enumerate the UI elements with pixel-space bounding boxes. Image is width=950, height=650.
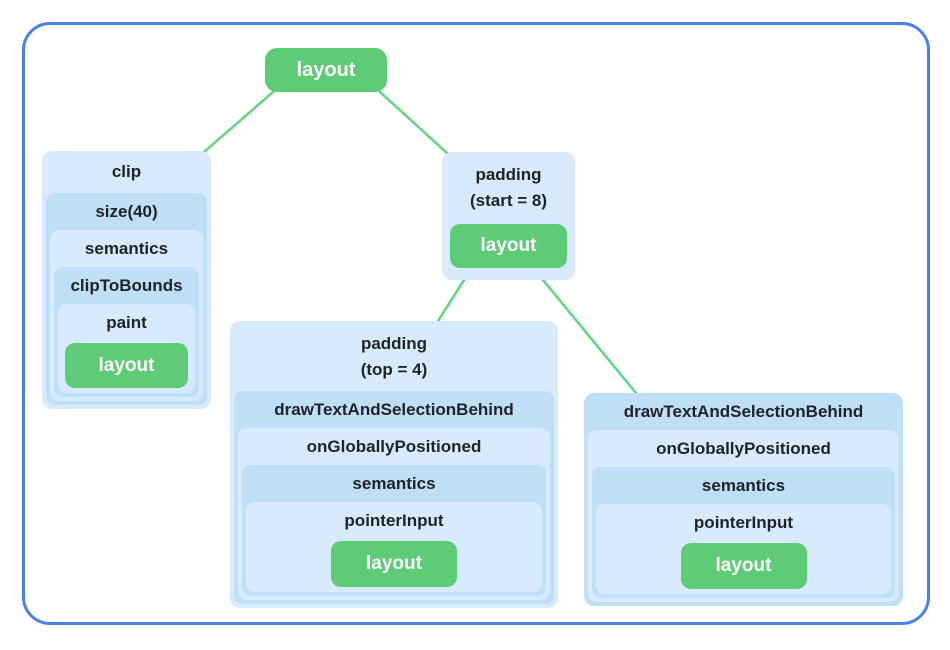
node-semantics: semantics pointerInput layout [242, 465, 546, 596]
node-cliptobounds: clipToBounds paint layout [54, 267, 199, 397]
node-ongloballypositioned: onGloballyPositioned semantics pointerIn… [588, 430, 899, 602]
title-line2: (start = 8) [470, 191, 547, 210]
node-semantics: semantics pointerInput layout [592, 467, 895, 598]
root-layout-node: layout [265, 48, 387, 92]
node-padding-start8: padding (start = 8) layout [442, 152, 575, 280]
layout-leaf-node: layout [450, 224, 567, 268]
node-drawtextandselectionbehind: drawTextAndSelectionBehind onGloballyPos… [234, 391, 554, 604]
diagram-frame [22, 22, 930, 625]
node-size40: size(40) semantics clipToBounds paint la… [46, 193, 207, 405]
node-drawtext-title: drawTextAndSelectionBehind [274, 399, 514, 419]
node-clip-title: clip [111, 162, 142, 181]
title-line1: padding [360, 334, 428, 353]
node-pointerinput-title: pointerInput [344, 510, 444, 530]
layout-leaf-node: layout [65, 343, 188, 388]
node-semantics: semantics clipToBounds paint layout [50, 230, 203, 401]
node-onglobally-title: onGloballyPositioned [656, 438, 831, 458]
node-onglobally-title: onGloballyPositioned [306, 436, 482, 456]
title-line2: (top = 4) [360, 360, 428, 379]
node-padding-start8-title: padding (start = 8) [448, 152, 569, 222]
node-cliptobounds-title: clipToBounds [70, 275, 183, 295]
node-padding-top4-title: padding (top = 4) [234, 321, 554, 391]
node-ongloballypositioned: onGloballyPositioned semantics pointerIn… [238, 428, 550, 600]
node-semantics-title: semantics [84, 238, 169, 258]
node-paint: paint layout [58, 304, 195, 393]
edge-padding-start-to-drawtext [541, 278, 638, 395]
edge-padding-start-to-padding-top [436, 278, 466, 323]
title-line1: padding [475, 165, 542, 184]
node-drawtextandselectionbehind-right: drawTextAndSelectionBehind onGloballyPos… [584, 393, 903, 606]
node-clip: clip size(40) semantics clipToBounds pai… [42, 151, 211, 409]
edge-root-to-clip [202, 90, 275, 154]
layout-leaf-node: layout [331, 541, 457, 587]
node-paint-title: paint [106, 312, 147, 332]
node-size40-title: size(40) [95, 201, 158, 221]
node-pointerinput: pointerInput layout [246, 502, 542, 592]
edge-root-to-padding-start [378, 90, 449, 155]
node-drawtext-right-title: drawTextAndSelectionBehind [623, 401, 864, 421]
node-pointerinput-title: pointerInput [693, 512, 794, 532]
node-semantics-title: semantics [352, 473, 436, 493]
node-semantics-title: semantics [701, 475, 786, 495]
layout-leaf-node: layout [680, 543, 807, 589]
node-padding-top4: padding (top = 4) drawTextAndSelectionBe… [230, 321, 558, 608]
node-pointerinput: pointerInput layout [596, 504, 891, 594]
